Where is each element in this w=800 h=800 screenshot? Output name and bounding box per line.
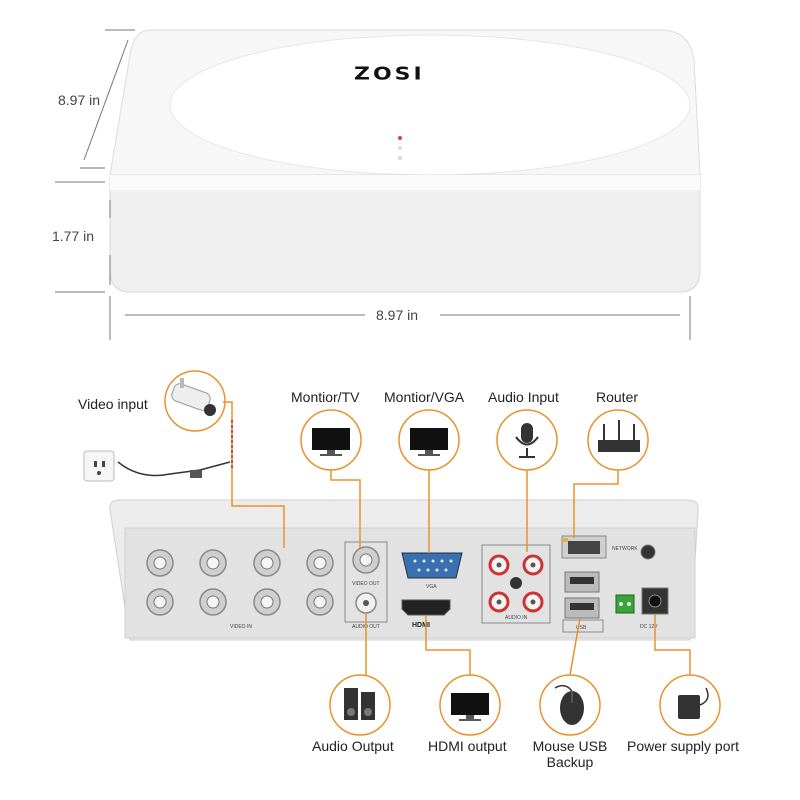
dvr-top-view: [55, 29, 701, 340]
callout-label-hdmi-output: HDMI output: [428, 738, 507, 754]
callout-label-router: Router: [596, 389, 639, 405]
callout-label-mouse-usb-backup: Mouse USB Backup: [532, 738, 608, 770]
callout-label-monitor-tv: Montior/TV: [291, 389, 360, 405]
callout-label-monitor-vga: Montior/VGA: [384, 389, 465, 405]
height-dimension-label: 1.77 in: [52, 228, 95, 244]
audio-in-label: AUDIO IN: [505, 615, 528, 621]
mouse-icon: [554, 684, 584, 725]
power-adapter-icon: [678, 687, 709, 719]
microphone-icon: [515, 423, 539, 458]
dimension-lines: [55, 29, 691, 340]
video-in-label: VIDEO IN: [230, 624, 252, 630]
callout-label-audio-input: Audio Input: [488, 389, 559, 405]
monitor-icon: [312, 428, 350, 456]
callout-circles-bottom: [329, 674, 721, 736]
power-outlet-icon: [83, 450, 115, 482]
callout-connector-lines: [223, 401, 691, 676]
dvr-top-oval: [169, 34, 691, 176]
vga-port: [401, 552, 463, 579]
callout-circles-top: [164, 370, 649, 471]
audio-in-ports: [488, 554, 544, 613]
camera-icon: [171, 378, 216, 416]
callout-label-video-input: Video input: [78, 396, 148, 412]
router-icon: [598, 420, 640, 452]
dc-label: DC 12V: [640, 624, 658, 630]
bnc-video-inputs: [146, 549, 334, 616]
network-label: NETWORK: [612, 546, 638, 552]
connection-diagram: VIDEO IN VIDEO OUT AUDIO OUT VGA HDMI AU…: [83, 370, 721, 736]
width-dimension-label: 8.97 in: [376, 307, 419, 323]
video-out-label: VIDEO OUT: [352, 581, 380, 587]
depth-dimension-label: 8.97 in: [58, 92, 101, 108]
hdmi-label: HDMI: [412, 622, 430, 629]
usb-label: USB: [576, 625, 587, 631]
callout-label-power-supply-port: Power supply port: [627, 738, 740, 754]
hdmi-port: [401, 599, 451, 616]
dvr-front-face: [109, 174, 701, 293]
brand-logo: ZOSI: [354, 64, 425, 85]
vga-label: VGA: [426, 584, 437, 590]
monitor-icon: [410, 428, 448, 456]
monitor-icon: [451, 693, 489, 721]
callout-label-audio-output: Audio Output: [312, 738, 394, 754]
speaker-icon: [344, 688, 375, 720]
